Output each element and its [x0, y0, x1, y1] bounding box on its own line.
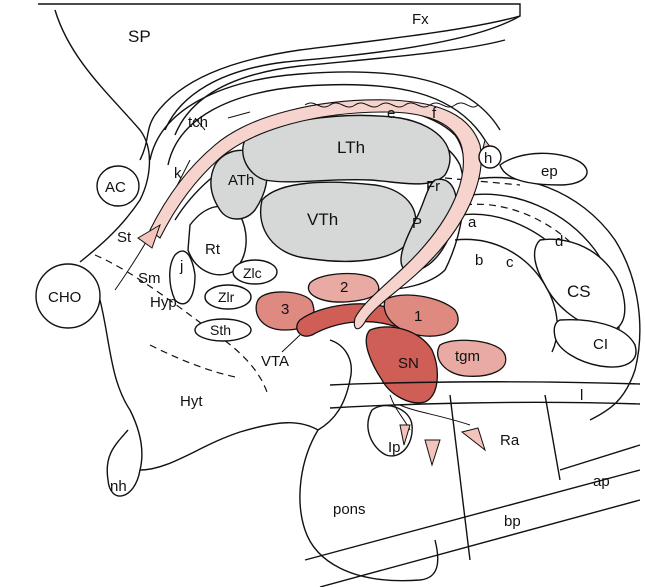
label-ci: CI — [593, 336, 608, 353]
label-b: b — [475, 252, 483, 269]
label-3: 3 — [281, 301, 289, 318]
tuber-outline — [140, 423, 318, 470]
label-2: 2 — [340, 279, 348, 296]
label-bp: bp — [504, 513, 521, 530]
label-tgm: tgm — [455, 348, 480, 365]
label-ep: ep — [541, 163, 558, 180]
label-ac: AC — [105, 179, 126, 196]
label-zlr: Zlr — [218, 289, 235, 305]
label-nh: nh — [110, 478, 127, 495]
label-pons: pons — [333, 501, 366, 518]
label-a: a — [468, 214, 477, 231]
label-sn: SN — [398, 355, 419, 372]
label-ra: Ra — [500, 432, 520, 449]
label-fr: Fr — [426, 178, 440, 195]
label-k: k — [174, 165, 182, 182]
pons-outline — [300, 430, 438, 581]
label-1: 1 — [414, 308, 422, 325]
label-vta: VTA — [261, 353, 289, 370]
label-lth: LTh — [337, 138, 365, 157]
label-ip: Ip — [388, 439, 401, 456]
label-j: j — [179, 258, 183, 275]
label-sth: Sth — [210, 322, 231, 338]
posterior-pons-line — [560, 445, 640, 470]
label-p: P — [412, 215, 422, 232]
arrow-to-ra — [462, 428, 485, 450]
arrow-to-ip — [425, 440, 440, 465]
label-st: St — [117, 229, 132, 246]
label-l: l — [580, 387, 583, 404]
label-ath: ATh — [228, 172, 254, 189]
label-sp: SP — [128, 27, 151, 46]
tectum-lamina-dashed-2 — [445, 178, 520, 185]
lemniscus-band-top — [330, 382, 640, 385]
label-vth: VTh — [307, 210, 338, 229]
ventral-thalamus — [261, 182, 416, 261]
label-hyp: Hyp — [150, 294, 177, 311]
label-e: e — [387, 105, 395, 122]
label-rt: Rt — [205, 241, 221, 258]
label-cho: CHO — [48, 289, 81, 306]
septum-outline — [55, 10, 149, 262]
label-c: c — [506, 254, 514, 271]
label-sm: Sm — [138, 270, 161, 287]
label-zlc: Zlc — [243, 265, 262, 281]
label-tch: tch — [188, 114, 208, 131]
label-cs: CS — [567, 282, 591, 301]
basal-pons-outline — [305, 470, 640, 587]
hypothalamus-outline — [100, 300, 142, 496]
label-d: d — [555, 233, 563, 250]
raphe-region — [450, 395, 560, 560]
vta-arrow — [282, 335, 300, 352]
label-h: h — [484, 150, 492, 167]
label-fx: Fx — [412, 11, 429, 28]
tract-arrow-st — [138, 225, 160, 248]
hyp-boundary-dashed-2 — [150, 345, 240, 378]
tch-arrow-2 — [228, 112, 250, 118]
label-ap: ap — [593, 473, 610, 490]
label-hyt: Hyt — [180, 393, 203, 410]
